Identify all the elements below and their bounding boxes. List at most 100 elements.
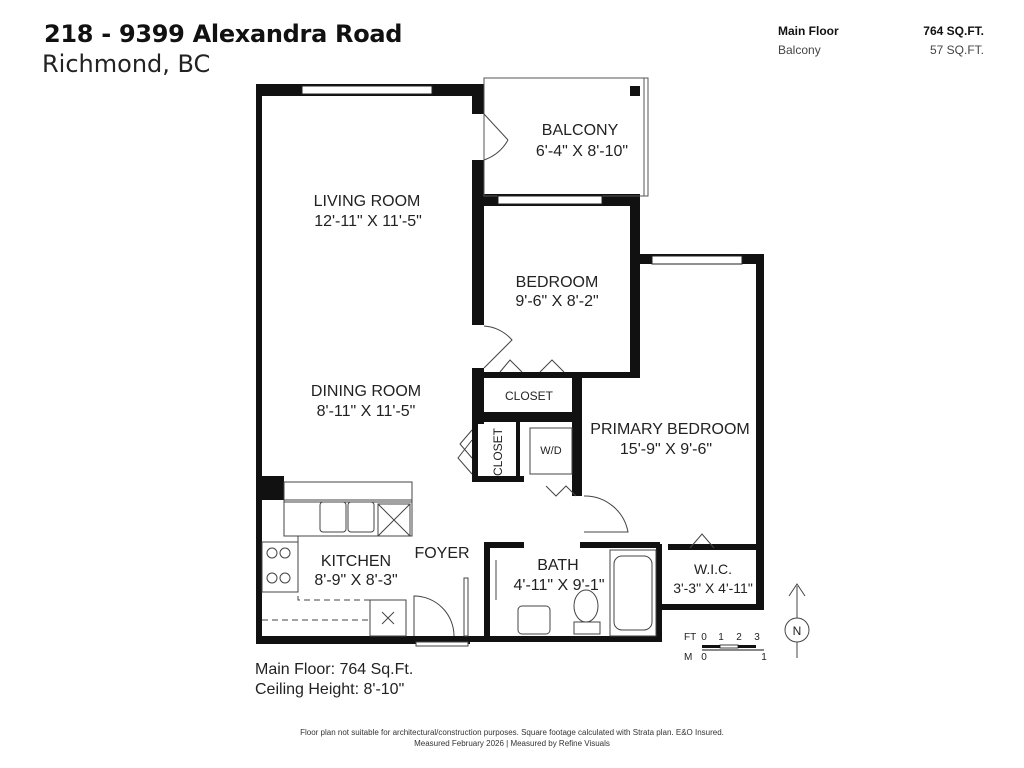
wic-dims: 3'-3" X 4'-11" <box>673 580 753 596</box>
scale-ft-tick: 1 <box>718 632 724 643</box>
living-east-wall <box>472 160 484 325</box>
scale-ft-label: FT <box>684 632 696 643</box>
window-primary <box>651 255 743 265</box>
kitchen-counter <box>283 499 413 537</box>
bath-dims: 4'-11" X 9'-1" <box>514 577 605 594</box>
scale-bar: FT 0 1 2 3 M 0 1 <box>684 632 767 663</box>
closet-name: CLOSET <box>505 389 554 403</box>
closet-west-wall <box>472 368 484 424</box>
south-wall-west <box>256 636 470 644</box>
doors <box>413 113 715 647</box>
area-summary-table: Main Floor 764 SQ.FT. Balcony 57 SQ.FT. <box>778 22 984 60</box>
window-bedroom <box>497 195 603 205</box>
entry-threshold <box>415 641 469 647</box>
scale-ft-tick: 0 <box>701 632 707 643</box>
plan-summary: Main Floor: 764 Sq.Ft. Ceiling Height: 8… <box>255 660 413 700</box>
wd-label: W/D <box>540 445 561 457</box>
scale-ft-tick: 2 <box>736 632 742 643</box>
wd-bifold-door <box>545 485 577 497</box>
balcony-post <box>630 86 640 96</box>
balcony-name: BALCONY <box>542 122 619 139</box>
washer-dryer <box>529 427 573 475</box>
north-compass-icon: N <box>784 583 810 658</box>
disclaimer: Floor plan not suitable for architectura… <box>0 727 1024 749</box>
scale-m-tick: 1 <box>761 652 767 663</box>
bath-north-wall-left <box>490 542 524 548</box>
west-wall <box>256 84 262 642</box>
kitchen-name: KITCHEN <box>321 553 391 570</box>
compass-letter: N <box>793 624 802 638</box>
kitchen-upper-counter <box>283 481 413 503</box>
sink-right <box>347 501 375 533</box>
scale-ft-tick: 3 <box>754 632 760 643</box>
area-label: Balcony <box>778 43 821 57</box>
bath-fixtures <box>495 549 657 637</box>
wic-north-wall <box>668 544 764 550</box>
vanity-sink <box>517 605 551 635</box>
south-wall-east <box>470 636 662 642</box>
living-room-name: LIVING ROOM <box>314 193 421 210</box>
wic-south-wall <box>660 604 764 610</box>
dining-room-dims: 8'-11" X 11'-5" <box>317 403 416 420</box>
kitchen-island-outline <box>297 536 370 601</box>
bedroom-dims: 9'-6" X 8'-2" <box>515 293 598 310</box>
closet2-south-wall <box>478 476 524 482</box>
living-east-wall-top <box>472 84 484 114</box>
wic-door <box>689 533 715 549</box>
bath-east-wall <box>656 544 662 642</box>
area-row-main-floor: Main Floor 764 SQ.FT. <box>778 22 984 41</box>
bath-name: BATH <box>537 557 578 574</box>
closet2-door-top <box>459 429 473 459</box>
disclaimer-line: Floor plan not suitable for architectura… <box>300 728 724 737</box>
bedroom-east-wall <box>630 194 640 378</box>
windows <box>301 85 743 265</box>
scale-m-tick: 0 <box>701 652 707 663</box>
area-value: 764 SQ.FT. <box>923 24 984 38</box>
closet2-door-bottom <box>457 439 473 475</box>
primary-bedroom-name: PRIMARY BEDROOM <box>590 421 749 438</box>
sink-left <box>319 501 347 533</box>
primary-door <box>583 495 629 533</box>
window-living <box>301 85 433 95</box>
closet-south-wall <box>484 412 578 422</box>
kitchen-dims: 8'-9" X 8'-3" <box>314 572 397 589</box>
ceiling-height: Ceiling Height: 8'-10" <box>255 681 405 698</box>
main-floor-area: Main Floor: 764 Sq.Ft. <box>255 661 414 678</box>
toilet-tank <box>573 621 601 635</box>
scale-m-label: M <box>684 652 692 663</box>
property-address: 218 - 9399 Alexandra Road <box>44 20 403 48</box>
living-room-dims: 12'-11" X 11'-5" <box>314 213 422 230</box>
dishwasher <box>377 503 411 537</box>
bathtub <box>609 549 657 637</box>
room-labels: LIVING ROOM 12'-11" X 11'-5" DINING ROOM… <box>311 122 753 596</box>
area-value: 57 SQ.FT. <box>929 43 984 57</box>
wd-divider-wall <box>516 422 520 482</box>
bath-north-wall-right <box>580 542 660 548</box>
bedroom-door <box>483 325 513 369</box>
dining-room-name: DINING ROOM <box>311 383 421 400</box>
structural-column <box>256 476 284 500</box>
kitchen-fixtures <box>261 481 413 637</box>
area-label: Main Floor <box>778 24 839 38</box>
bedroom-name: BEDROOM <box>516 274 599 291</box>
bath-west-wall <box>484 542 490 642</box>
area-row-balcony: Balcony 57 SQ.FT. <box>778 41 984 60</box>
primary-west-wall <box>572 378 582 496</box>
measured-by-line: Measured February 2026 | Measured by Ref… <box>414 739 610 748</box>
primary-east-wall <box>756 254 764 610</box>
entry-door <box>413 595 455 637</box>
toilet <box>573 589 599 623</box>
bathtub-basin <box>613 555 653 631</box>
balcony-door <box>483 113 509 161</box>
closet2-name: CLOSET <box>491 427 505 476</box>
foyer-name: FOYER <box>414 545 469 562</box>
wic-name: W.I.C. <box>694 561 732 577</box>
closet2-west-wall <box>472 424 478 482</box>
primary-bedroom-dims: 15'-9" X 9'-6" <box>620 441 712 458</box>
closet-bifold-door <box>499 359 565 373</box>
stove <box>261 541 299 593</box>
foyer-closet-panel <box>463 577 469 637</box>
bedroom-south-wall <box>484 372 640 378</box>
property-city: Richmond, BC <box>42 50 211 78</box>
fridge <box>369 599 407 637</box>
